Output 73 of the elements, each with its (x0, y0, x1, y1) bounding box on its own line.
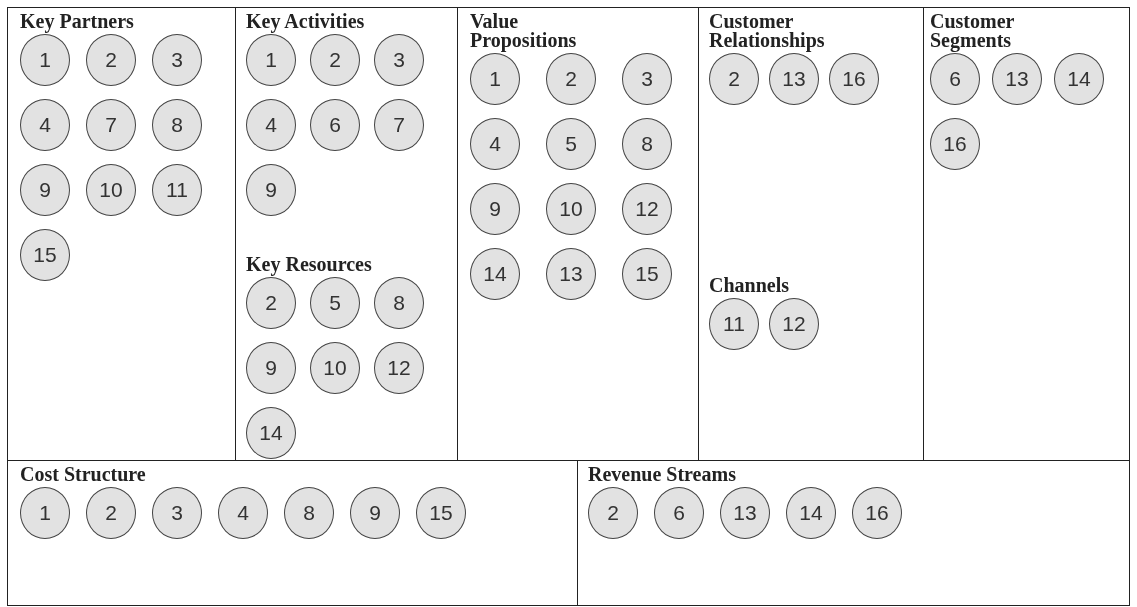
numbered-circle: 2 (709, 53, 759, 105)
section-heading: Channels (709, 276, 790, 295)
numbered-circle: 10 (310, 342, 360, 394)
numbered-circle: 9 (470, 183, 520, 235)
numbered-circle: 10 (546, 183, 596, 235)
numbered-circle: 6 (654, 487, 704, 539)
numbered-circle: 16 (829, 53, 879, 105)
numbered-circle: 2 (86, 487, 136, 539)
numbered-circle: 13 (720, 487, 770, 539)
numbered-circle: 7 (86, 99, 136, 151)
section-heading: Customer Relationships (709, 12, 826, 50)
numbered-circle: 5 (310, 277, 360, 329)
section-heading: Key Partners (20, 12, 134, 31)
numbered-circle: 2 (588, 487, 638, 539)
section-heading: Key Resources (246, 255, 372, 274)
numbered-circle: 1 (20, 487, 70, 539)
canvas-section (698, 7, 925, 252)
numbered-circle: 4 (470, 118, 520, 170)
numbered-circle: 2 (546, 53, 596, 105)
numbered-circle: 16 (852, 487, 902, 539)
numbered-circle: 14 (246, 407, 296, 459)
numbered-circle: 11 (152, 164, 202, 216)
numbered-circle: 8 (374, 277, 424, 329)
numbered-circle: 8 (622, 118, 672, 170)
numbered-circle: 15 (20, 229, 70, 281)
numbered-circle: 13 (769, 53, 819, 105)
numbered-circle: 9 (20, 164, 70, 216)
numbered-circle: 4 (20, 99, 70, 151)
canvas-section (923, 7, 1130, 462)
numbered-circle: 4 (246, 99, 296, 151)
numbered-circle: 8 (152, 99, 202, 151)
numbered-circle: 14 (786, 487, 836, 539)
section-heading: Cost Structure (20, 465, 146, 484)
numbered-circle: 3 (622, 53, 672, 105)
numbered-circle: 4 (218, 487, 268, 539)
numbered-circle: 11 (709, 298, 759, 350)
numbered-circle: 15 (622, 248, 672, 300)
numbered-circle: 3 (152, 34, 202, 86)
numbered-circle: 5 (546, 118, 596, 170)
numbered-circle: 1 (246, 34, 296, 86)
section-heading: Key Activities (246, 12, 365, 31)
numbered-circle: 10 (86, 164, 136, 216)
numbered-circle: 14 (1054, 53, 1104, 105)
numbered-circle: 3 (152, 487, 202, 539)
numbered-circle: 9 (246, 342, 296, 394)
numbered-circle: 1 (470, 53, 520, 105)
canvas-section (7, 7, 237, 462)
section-heading: Value Propositions (470, 12, 578, 50)
numbered-circle: 9 (350, 487, 400, 539)
numbered-circle: 13 (992, 53, 1042, 105)
numbered-circle: 12 (374, 342, 424, 394)
numbered-circle: 6 (310, 99, 360, 151)
canvas-section (457, 7, 700, 462)
numbered-circle: 16 (930, 118, 980, 170)
numbered-circle: 2 (310, 34, 360, 86)
section-heading: Revenue Streams (588, 465, 736, 484)
numbered-circle: 8 (284, 487, 334, 539)
numbered-circle: 12 (622, 183, 672, 235)
canvas-section (577, 460, 1130, 606)
canvas-section (235, 7, 459, 257)
numbered-circle: 2 (246, 277, 296, 329)
numbered-circle: 15 (416, 487, 466, 539)
numbered-circle: 13 (546, 248, 596, 300)
numbered-circle: 14 (470, 248, 520, 300)
numbered-circle: 7 (374, 99, 424, 151)
numbered-circle: 3 (374, 34, 424, 86)
numbered-circle: 1 (20, 34, 70, 86)
numbered-circle: 2 (86, 34, 136, 86)
numbered-circle: 6 (930, 53, 980, 105)
section-heading: Customer Segments (930, 12, 1016, 50)
numbered-circle: 12 (769, 298, 819, 350)
canvas-section (7, 460, 579, 606)
numbered-circle: 9 (246, 164, 296, 216)
